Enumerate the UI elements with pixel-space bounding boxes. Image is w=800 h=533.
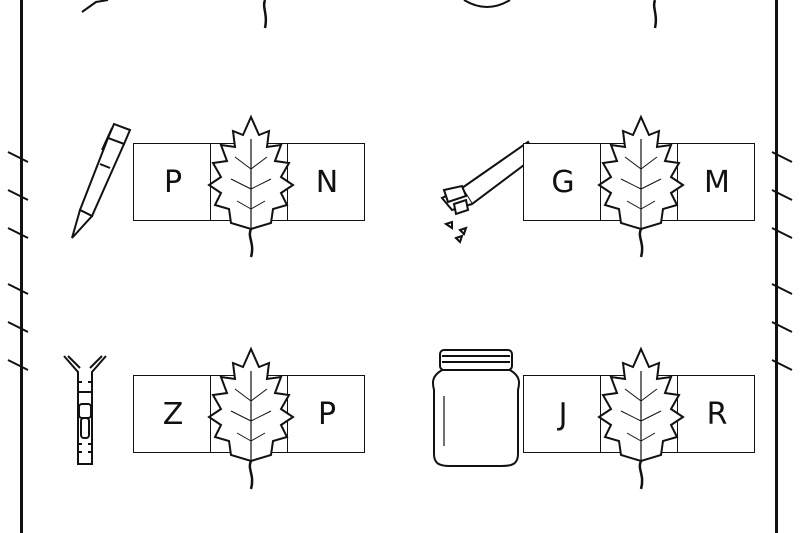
word-puzzle: P N [133,143,367,223]
letter-box-last: P [287,375,365,453]
leaf-icon [591,341,691,491]
last-letter: M [704,165,730,200]
pen-icon [71,122,132,239]
leaf-icon [591,109,691,259]
last-letter: N [315,165,339,200]
word-puzzle: G M [523,143,757,223]
leaf-icon [201,109,301,259]
letter-box-first: J [523,375,601,453]
letter-box-first: P [133,143,211,221]
jar-icon [432,349,520,467]
last-letter: P [317,397,337,432]
leaf-stem-icon [262,0,268,29]
leaf-stem-icon [652,0,658,29]
last-letter: R [706,397,728,432]
leaf-icon [201,341,301,491]
partial-object-icon [463,0,511,8]
page-border-right [775,0,778,533]
first-letter: P [163,165,183,200]
letter-box-first: G [523,143,601,221]
first-letter: Z [162,397,184,432]
partial-object-icon [81,0,109,13]
word-puzzle: Z P [133,375,367,455]
page-border-left [20,0,23,533]
letter-box-last: R [677,375,755,453]
first-letter: J [558,397,568,432]
word-puzzle: J R [523,375,757,455]
zipper-icon [63,355,107,465]
letter-box-first: Z [133,375,211,453]
first-letter: G [551,165,575,200]
